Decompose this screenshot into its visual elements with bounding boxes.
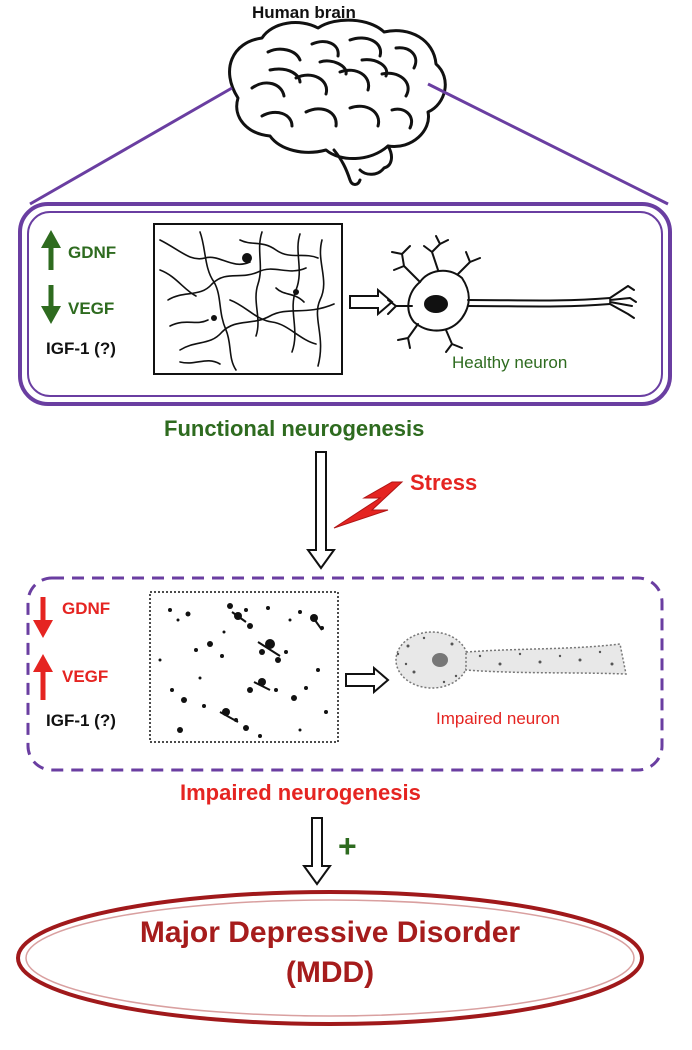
outcome-abbreviation: (MDD)	[285, 956, 375, 989]
healthy-down-factor: VEGF	[68, 299, 115, 318]
impaired-down-factor: GDNF	[62, 599, 111, 618]
red-up-arrow-icon	[33, 654, 53, 700]
zoom-line-right	[427, 82, 669, 206]
healthy-panel-outer	[18, 202, 672, 406]
impaired-panel	[26, 576, 664, 772]
outcome-ellipse	[16, 890, 644, 1026]
red-down-arrow-icon	[33, 597, 53, 638]
healthy-neuron-icon	[387, 235, 637, 353]
impaired-neurogenesis-caption: Impaired neurogenesis	[180, 780, 421, 805]
stress-label: Stress	[410, 470, 478, 495]
impaired-micrograph-image	[149, 591, 339, 743]
healthy-up-factor: GDNF	[68, 243, 117, 262]
healthy-uncertain-factor: IGF-1 (?)	[46, 339, 116, 358]
down-arrow-stress-icon	[306, 451, 336, 570]
plus-sign: +	[338, 828, 357, 864]
brain-label: Human brain	[252, 3, 356, 22]
healthy-micrograph-image	[153, 223, 343, 375]
right-arrow-icon	[349, 287, 394, 317]
brain-icon	[228, 18, 447, 186]
impaired-uncertain-factor: IGF-1 (?)	[46, 711, 116, 730]
impaired-up-factor: VEGF	[62, 667, 109, 686]
up-arrow-icon	[41, 230, 61, 270]
impaired-neuron-icon	[395, 631, 627, 689]
down-arrow-outcome-icon	[302, 817, 332, 886]
outcome-ellipse-inner	[25, 899, 635, 1017]
right-arrow-icon-2	[345, 665, 390, 695]
down-arrow-icon	[41, 285, 61, 324]
healthy-neuron-label: Healthy neuron	[452, 353, 568, 372]
healthy-panel-inner	[27, 211, 663, 397]
outcome-title: Major Depressive Disorder	[139, 916, 521, 949]
lightning-bolt-icon	[333, 481, 404, 529]
functional-neurogenesis-caption: Functional neurogenesis	[164, 416, 425, 441]
impaired-neuron-label: Impaired neuron	[436, 709, 560, 728]
zoom-line-left	[29, 86, 233, 206]
